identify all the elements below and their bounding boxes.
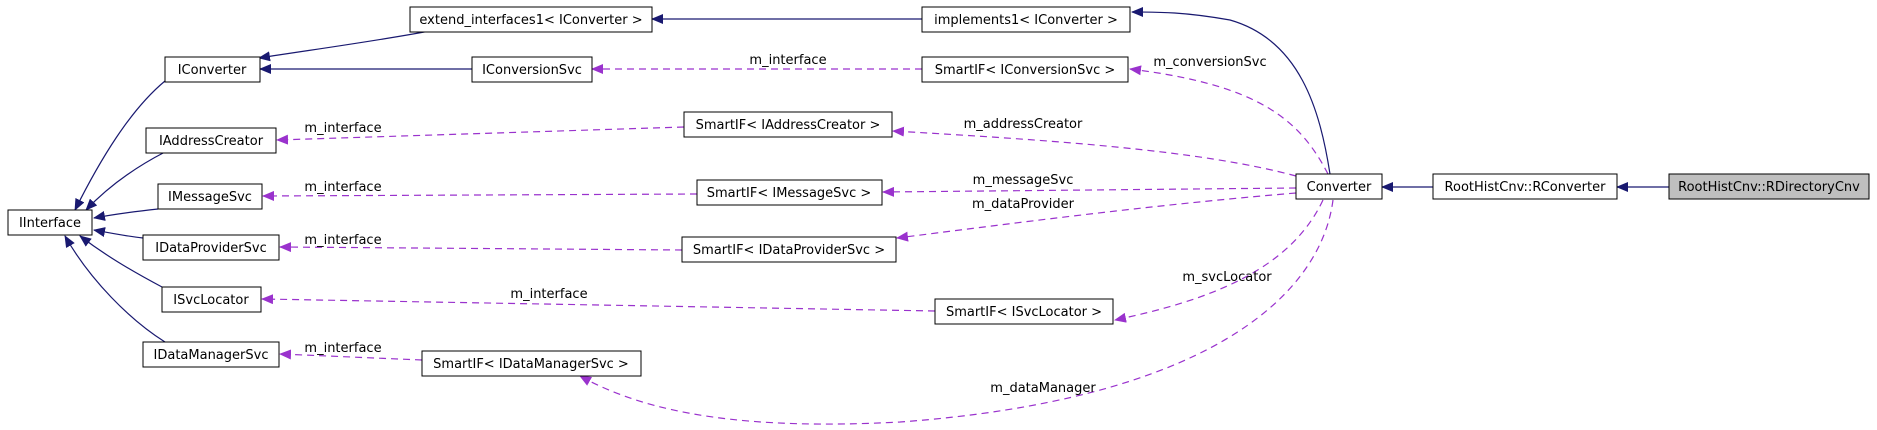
svg-text:ISvcLocator: ISvcLocator [173, 293, 249, 308]
edge-isvclocator-to-iinterface [79, 235, 163, 288]
inheritance-edges [64, 7, 1669, 343]
node-smartif-idataprovidersvc[interactable]: SmartIF< IDataProviderSvc > [681, 236, 897, 263]
label-dm-interface: m_interface [304, 341, 381, 356]
node-smartif-iaddresscreator[interactable]: SmartIF< IAddressCreator > [683, 111, 893, 138]
svg-text:SmartIF< IMessageSvc >: SmartIF< IMessageSvc > [707, 186, 872, 201]
label-conversionsvc: m_conversionSvc [1153, 55, 1266, 70]
node-smartif-idatamanagersvc[interactable]: SmartIF< IDataManagerSvc > [421, 350, 642, 377]
label-messagesvc: m_messageSvc [973, 173, 1074, 188]
svg-text:implements1< IConverter >: implements1< IConverter > [934, 13, 1118, 28]
edge-smartif-imessagesvc-to-imessagesvc [262, 190, 698, 201]
svg-text:IDataManagerSvc: IDataManagerSvc [154, 348, 269, 363]
node-iaddresscreator[interactable]: IAddressCreator [145, 127, 277, 154]
svg-text:SmartIF< IConversionSvc >: SmartIF< IConversionSvc > [935, 63, 1116, 78]
edge-converter-to-smartif-iaddresscreator [892, 126, 1297, 177]
node-rdirectorycnv[interactable]: RootHistCnv::RDirectoryCnv [1668, 173, 1870, 200]
label-svclocator: m_svcLocator [1182, 270, 1272, 285]
node-imessagesvc[interactable]: IMessageSvc [157, 183, 263, 210]
svg-text:IAddressCreator: IAddressCreator [159, 134, 264, 149]
node-idataprovidersvc[interactable]: IDataProviderSvc [142, 234, 280, 261]
svg-text:IDataProviderSvc: IDataProviderSvc [155, 241, 267, 256]
node-iconverter[interactable]: IConverter [164, 56, 261, 83]
edge-converter-to-implements1 [1131, 7, 1331, 175]
label-svc-interface: m_interface [510, 287, 587, 302]
svg-text:SmartIF< IAddressCreator >: SmartIF< IAddressCreator > [696, 118, 881, 133]
svg-text:IConversionSvc: IConversionSvc [482, 63, 582, 78]
edge-imessagesvc-to-iinterface [93, 208, 159, 221]
edge-iaddresscreator-to-iinterface [85, 151, 166, 211]
node-isvclocator[interactable]: ISvcLocator [161, 286, 262, 313]
label-addresscreator: m_addressCreator [964, 117, 1083, 132]
svg-text:SmartIF< ISvcLocator >: SmartIF< ISvcLocator > [946, 305, 1102, 320]
svg-text:RootHistCnv::RConverter: RootHistCnv::RConverter [1445, 180, 1607, 195]
label-conv-interface: m_interface [749, 53, 826, 68]
edge-converter-to-smartif-isvclocator [1114, 199, 1324, 323]
node-smartif-iconversionsvc[interactable]: SmartIF< IConversionSvc > [921, 56, 1129, 83]
edge-idatamanagersvc-to-iinterface [64, 235, 166, 343]
svg-text:IConverter: IConverter [178, 63, 247, 78]
svg-text:IMessageSvc: IMessageSvc [168, 190, 252, 205]
edge-extend-to-iconverter [258, 30, 431, 62]
node-iconversionsvc[interactable]: IConversionSvc [471, 56, 593, 83]
node-idatamanagersvc[interactable]: IDataManagerSvc [142, 341, 280, 368]
label-dataprovider: m_dataProvider [972, 197, 1075, 212]
edge-iconverter-to-iinterface [74, 80, 166, 211]
node-smartif-imessagesvc[interactable]: SmartIF< IMessageSvc > [696, 179, 883, 206]
svg-text:Converter: Converter [1307, 180, 1372, 195]
label-addr-interface: m_interface [304, 121, 381, 136]
node-iinterface[interactable]: IInterface [7, 209, 93, 236]
svg-text:SmartIF< IDataManagerSvc >: SmartIF< IDataManagerSvc > [433, 357, 629, 372]
svg-text:SmartIF< IDataProviderSvc >: SmartIF< IDataProviderSvc > [693, 243, 885, 258]
node-implements1[interactable]: implements1< IConverter > [921, 6, 1131, 33]
label-msg-interface: m_interface [304, 180, 381, 195]
svg-text:IInterface: IInterface [19, 216, 81, 231]
svg-text:RootHistCnv::RDirectoryCnv: RootHistCnv::RDirectoryCnv [1678, 180, 1860, 195]
edge-converter-to-smartif-imessagesvc [882, 186, 1297, 197]
edge-smartif-isvclocator-to-isvclocator [261, 294, 936, 312]
svg-text:extend_interfaces1< IConverter: extend_interfaces1< IConverter > [419, 13, 642, 28]
node-extend-interfaces1[interactable]: extend_interfaces1< IConverter > [409, 6, 653, 33]
edge-labels: m_interface m_conversionSvc m_interface … [304, 53, 1272, 396]
usage-edges [261, 64, 1334, 425]
label-dp-interface: m_interface [304, 233, 381, 248]
edge-converter-to-smartif-iconversionsvc [1129, 65, 1329, 175]
edge-idataprovidersvc-to-iinterface [93, 227, 144, 239]
node-smartif-isvclocator[interactable]: SmartIF< ISvcLocator > [934, 298, 1114, 325]
node-converter[interactable]: Converter [1295, 173, 1383, 200]
label-datamanager: m_dataManager [990, 381, 1096, 396]
edge-converter-to-smartif-idataprovidersvc [896, 192, 1297, 242]
node-rconverter[interactable]: RootHistCnv::RConverter [1432, 173, 1618, 200]
edge-smartif-iaddresscreator-to-iaddresscreator [276, 126, 685, 145]
